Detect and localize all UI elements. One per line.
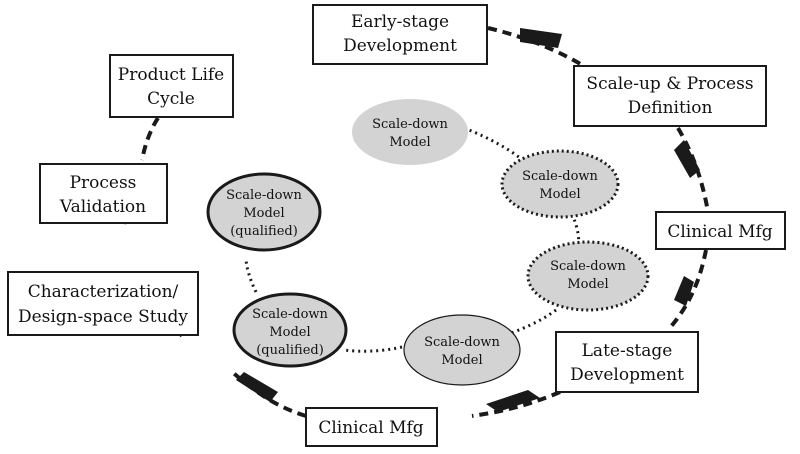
model-5-line3: (qualified) xyxy=(256,343,324,358)
box-late-stage-line1: Late-stage xyxy=(582,341,673,361)
model-3-line1: Scale-down xyxy=(550,259,626,274)
model-ellipse-1: Scale-down Model xyxy=(352,99,468,165)
box-early-stage-line1: Early-stage xyxy=(351,12,449,32)
box-scale-up: Scale-up & Process Definition xyxy=(573,65,767,127)
snowball-logo-icon xyxy=(478,418,498,438)
model-2-line1: Scale-down xyxy=(522,169,598,184)
model-ellipse-5-qualified: Scale-down Model (qualified) xyxy=(232,292,348,368)
box-early-stage-line2: Development xyxy=(343,36,457,56)
model-ellipse-2: Scale-down Model xyxy=(500,149,620,219)
model-6-line2: Model xyxy=(243,206,284,221)
box-scale-up-line1: Scale-up & Process xyxy=(586,74,753,94)
model-6-line1: Scale-down xyxy=(226,188,302,203)
model-5-line2: Model xyxy=(269,325,310,340)
box-product-life-cycle-line1: Product Life xyxy=(118,65,224,85)
box-process-validation-line1: Process xyxy=(70,173,137,193)
model-4-line2: Model xyxy=(441,353,482,368)
model-1-line1: Scale-down xyxy=(372,117,448,132)
box-characterization-line1: Characterization/ xyxy=(28,282,179,302)
box-late-stage-line2: Development xyxy=(570,365,684,385)
box-clinical-mfg-bottom-label: Clinical Mfg xyxy=(318,418,423,438)
watermark: 雪球：番茄的生物医药基地 xyxy=(478,418,694,438)
model-ellipse-4: Scale-down Model xyxy=(403,314,521,386)
model-6-line3: (qualified) xyxy=(230,224,298,239)
box-characterization-line2: Design-space Study xyxy=(18,307,188,327)
model-4-line1: Scale-down xyxy=(424,335,500,350)
box-product-life-cycle-line2: Cycle xyxy=(147,89,195,109)
box-early-stage: Early-stage Development xyxy=(312,4,488,65)
model-1-line2: Model xyxy=(389,135,430,150)
box-late-stage: Late-stage Development xyxy=(555,331,699,393)
box-product-life-cycle: Product Life Cycle xyxy=(109,54,234,118)
box-process-validation: Process Validation xyxy=(39,163,168,224)
box-clinical-mfg-right: Clinical Mfg xyxy=(655,211,786,250)
model-2-line2: Model xyxy=(539,187,580,202)
model-5-line1: Scale-down xyxy=(252,307,328,322)
box-clinical-mfg-bottom: Clinical Mfg xyxy=(305,407,438,447)
inner-ring-connectors xyxy=(244,126,581,353)
box-process-validation-line2: Validation xyxy=(59,197,146,217)
box-clinical-mfg-right-label: Clinical Mfg xyxy=(667,222,772,242)
box-characterization: Characterization/ Design-space Study xyxy=(7,271,199,336)
model-3-line2: Model xyxy=(567,277,608,292)
box-scale-up-line2: Definition xyxy=(628,98,713,118)
model-ellipse-3: Scale-down Model xyxy=(526,240,650,312)
watermark-text: 雪球：番茄的生物医药基地 xyxy=(502,419,694,438)
cycle-arrows xyxy=(236,28,700,412)
model-ellipse-6-qualified: Scale-down Model (qualified) xyxy=(206,172,322,252)
